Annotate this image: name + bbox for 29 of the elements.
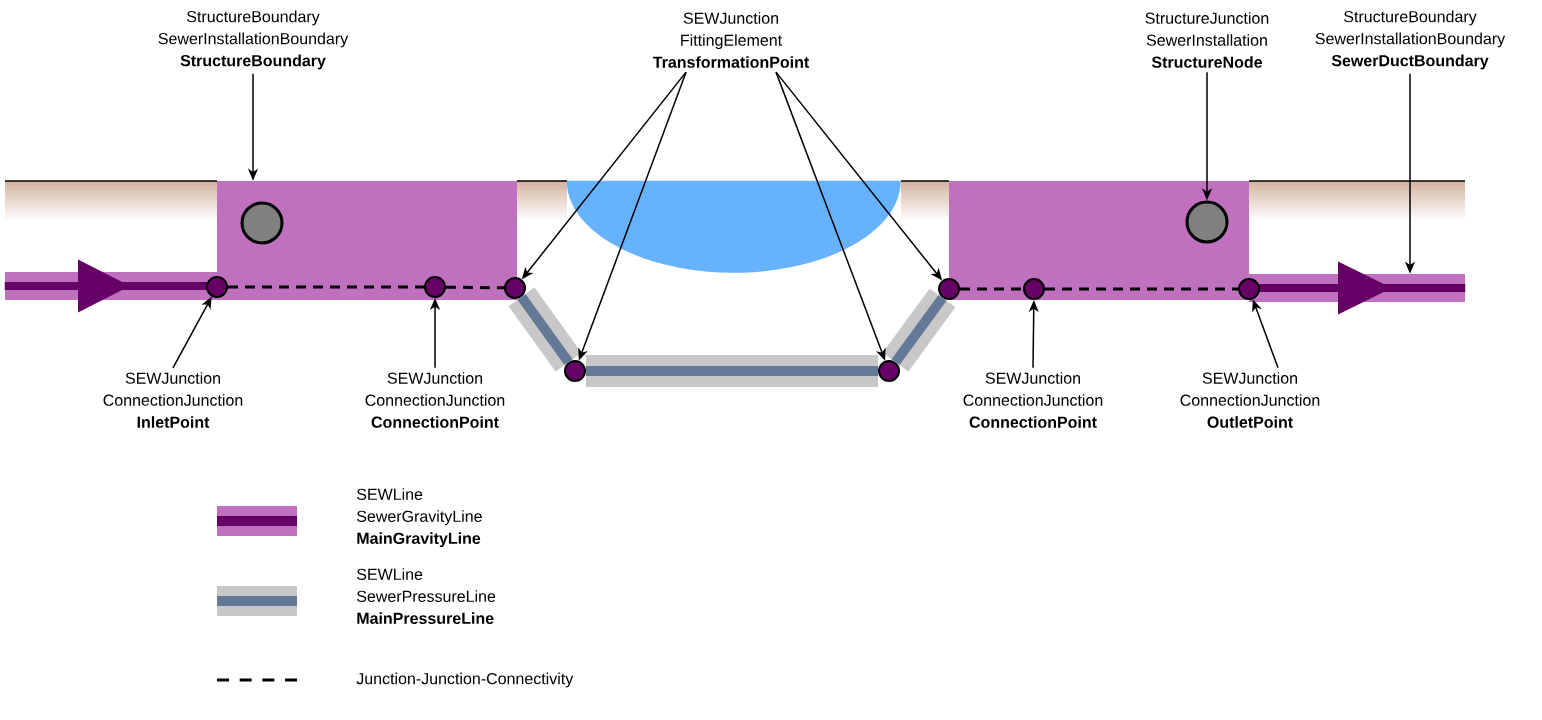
structure-box [949,181,1249,300]
callout-text: SEWJunction ConnectionJunction ConnectionPoint [365,372,505,428]
junction-dot [504,277,526,299]
pipe-line [508,287,582,372]
circle-marker [1185,200,1229,244]
dashed-line [446,285,505,290]
junction-dot [938,278,960,300]
callout-text: SEWJunction ConnectionJunction ConnectionPoint [963,372,1103,428]
callout-text: SEWJunction ConnectionJunction OutletPoint [1180,372,1320,428]
callout-text: SEWJunction FittingElement TransformationPoint [652,12,810,68]
junction-dot [206,276,228,298]
callout-text: StructureBoundary SewerInstallationBoundary SewerDuctBoundary [1315,10,1506,70]
junction-dot [564,360,586,382]
legend-text: SEWLine SewerGravityLine MainGravityLine [357,488,482,548]
pipe-line [586,355,878,387]
pipe-line [882,288,956,372]
structure-box [217,181,517,300]
callout-text: StructureJunction SewerInstallation StructureNode [1145,12,1269,68]
legend-text: SEWLine SewerPressureLine MainPressureLine [357,568,496,624]
dashed-line [1045,287,1238,291]
dashed-line [960,287,1023,291]
callout-text: SEWJunction ConnectionJunction InletPoint [103,372,243,428]
callout-text: StructureBoundary SewerInstallationBoundary StructureBoundary [158,10,349,70]
junction-dot [424,276,446,298]
water-body [566,180,901,273]
junction-dot [878,360,900,382]
circle-marker [240,201,284,245]
legend-text: Junction-Junction-Connectivity [356,672,574,688]
dashed-line [228,285,424,289]
